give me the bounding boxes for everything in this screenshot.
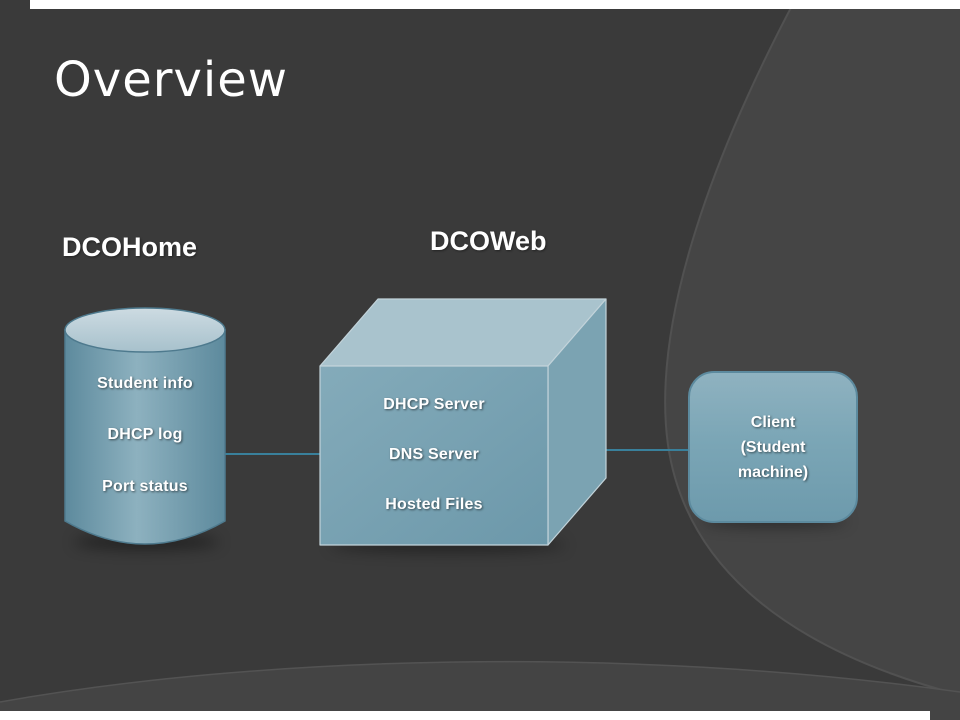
cylinder-line-1: Student info — [97, 375, 193, 392]
bottom-edge-bar — [0, 711, 930, 720]
dcohome-label: DCOHome — [62, 232, 198, 262]
top-edge-bar — [30, 0, 960, 9]
cube-line-3: Hosted Files — [385, 496, 483, 513]
client-line-1: Client — [750, 413, 796, 431]
cube-line-2: DNS Server — [388, 446, 480, 463]
connector-dcohome-dcoweb — [220, 453, 324, 455]
cylinder-line-3: Port status — [102, 478, 188, 495]
dcoweb-label: DCOWeb — [430, 226, 547, 256]
slide-title: Overview — [54, 52, 288, 108]
dcoweb-cube — [318, 296, 610, 548]
cube-line-1: DHCP Server — [383, 396, 485, 413]
client-box: Client (Student machine) — [688, 371, 858, 523]
client-line-2: (Student — [740, 438, 806, 456]
connector-dcoweb-client — [544, 449, 690, 451]
cylinder-line-2: DHCP log — [107, 426, 183, 443]
dcohome-cylinder — [64, 306, 226, 546]
client-line-3: machine) — [737, 463, 809, 481]
